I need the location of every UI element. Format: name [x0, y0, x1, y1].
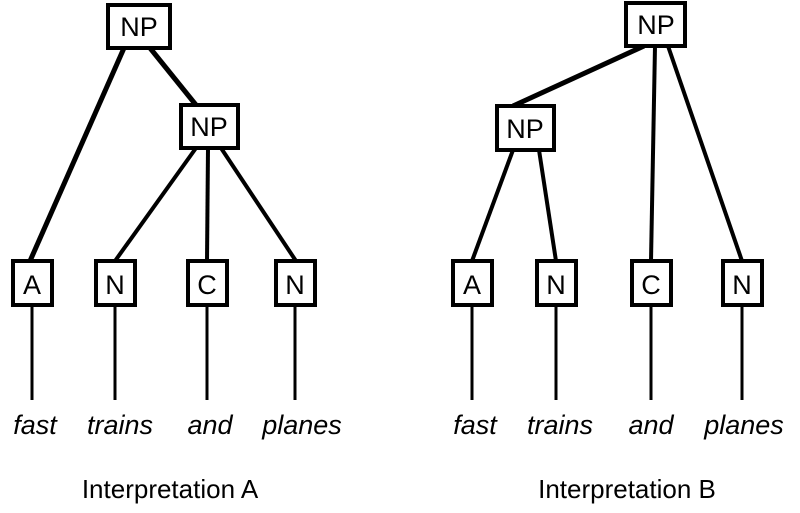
node-box-np-sub[interactable]: [179, 103, 240, 150]
caption-interpretation-b: Interpretation B: [538, 474, 716, 504]
node-label-c-1: C: [641, 270, 661, 300]
word-label-and: and: [187, 410, 233, 440]
node-box-np-sub[interactable]: [495, 104, 556, 152]
branch-edge-np-root-to-np-sub: [148, 46, 198, 107]
node-c-1[interactable]: C: [186, 259, 229, 307]
word-label-planes: planes: [261, 410, 342, 440]
node-n-1[interactable]: N: [94, 259, 137, 307]
node-label-c-1: C: [197, 270, 217, 300]
node-a-1[interactable]: A: [451, 259, 494, 307]
branch-edge-np-root-to-n-2: [666, 45, 744, 262]
branch-edge-np-sub-to-n-1: [537, 149, 558, 262]
node-np-sub[interactable]: NP: [179, 103, 240, 150]
node-box-n-2[interactable]: [274, 259, 317, 307]
branch-edge-np-sub-to-c-1: [205, 147, 210, 262]
word-label-fast: fast: [13, 410, 58, 440]
node-n-1[interactable]: N: [535, 259, 578, 307]
branch-edge-np-sub-to-a-1: [470, 149, 515, 262]
node-box-np-root[interactable]: [624, 1, 687, 48]
node-np-root[interactable]: NP: [624, 1, 687, 48]
node-box-np-root[interactable]: [106, 3, 172, 50]
node-label-a-1: A: [463, 270, 481, 300]
node-np-root[interactable]: NP: [106, 3, 172, 50]
word-label-planes: planes: [703, 410, 784, 440]
word-label-and: and: [628, 410, 674, 440]
node-box-n-1[interactable]: [94, 259, 137, 307]
node-label-n-2: N: [285, 270, 305, 300]
node-np-sub[interactable]: NP: [495, 104, 556, 152]
word-label-fast: fast: [453, 410, 498, 440]
branch-edge-np-root-to-c-1: [649, 45, 657, 262]
word-label-trains: trains: [87, 410, 153, 440]
node-label-n-1: N: [546, 270, 566, 300]
node-label-a-1: A: [23, 270, 41, 300]
node-c-1[interactable]: C: [630, 259, 673, 307]
node-box-c-1[interactable]: [630, 259, 673, 307]
node-label-np-root: NP: [120, 12, 158, 42]
node-label-np-sub: NP: [506, 114, 544, 144]
caption-interpretation-a: Interpretation A: [82, 474, 259, 504]
node-label-n-2: N: [732, 270, 752, 300]
branch-edge-np-root-to-a-1: [27, 46, 127, 263]
node-box-n-1[interactable]: [535, 259, 578, 307]
node-a-1[interactable]: A: [11, 259, 54, 307]
node-label-np-sub: NP: [190, 112, 228, 142]
branch-edge-np-root-to-np-sub: [511, 43, 646, 109]
node-label-np-root: NP: [637, 10, 675, 40]
node-box-a-1[interactable]: [11, 259, 54, 307]
branch-edge-np-sub-to-n-1: [113, 146, 198, 263]
node-n-2[interactable]: N: [721, 259, 764, 307]
node-box-a-1[interactable]: [451, 259, 494, 307]
node-box-n-2[interactable]: [721, 259, 764, 307]
branch-edge-np-sub-to-n-2: [219, 146, 298, 263]
node-n-2[interactable]: N: [274, 259, 317, 307]
node-box-c-1[interactable]: [186, 259, 229, 307]
word-label-trains: trains: [527, 410, 593, 440]
node-label-n-1: N: [105, 270, 125, 300]
